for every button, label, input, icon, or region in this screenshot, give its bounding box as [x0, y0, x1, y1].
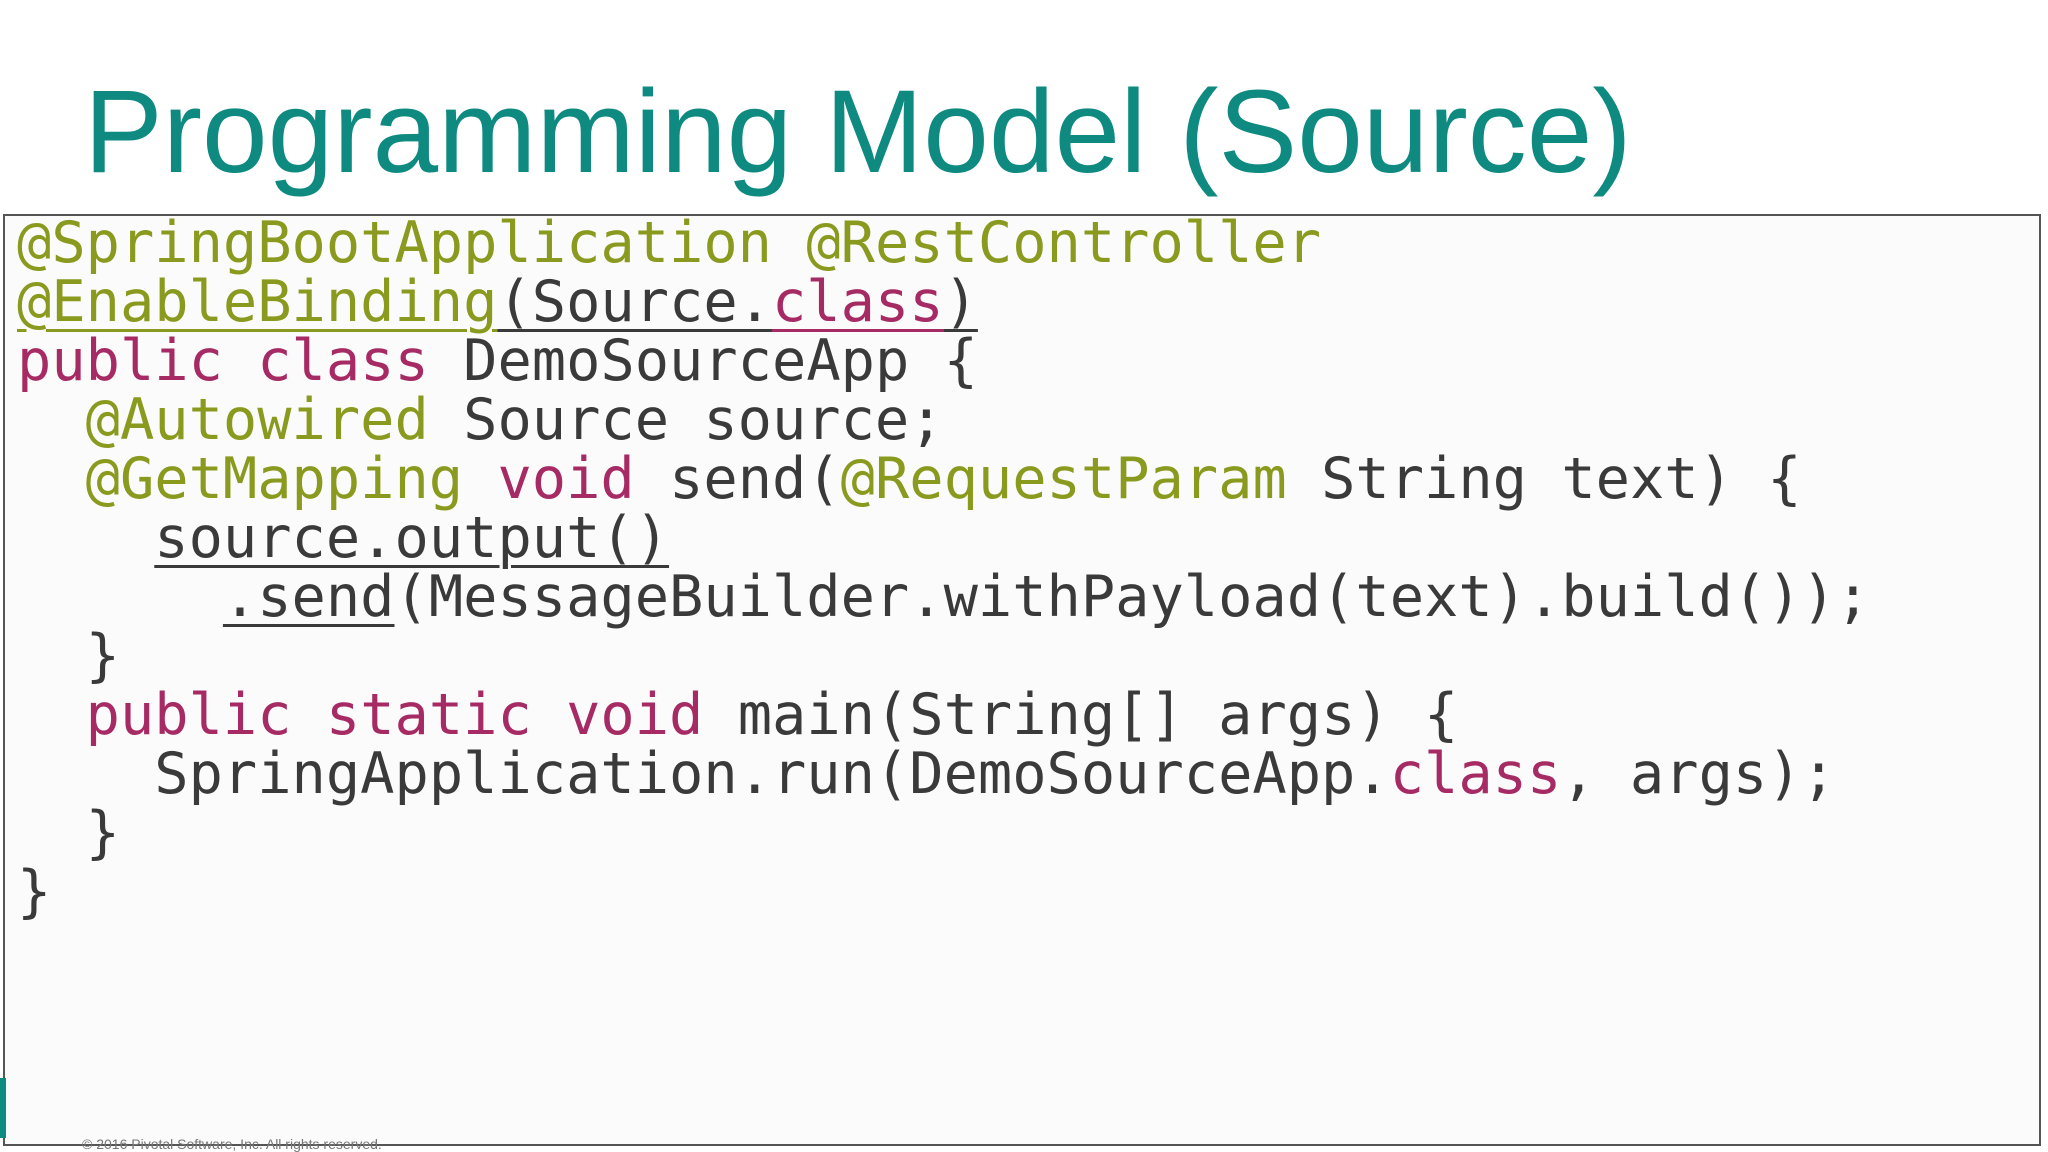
footer-copyright: © 2016 Pivotal Software, Inc. All rights… — [82, 1136, 382, 1152]
slide-title: Programming Model (Source) — [84, 66, 1632, 198]
code-line-11: } — [17, 798, 120, 868]
code-line-2: @EnableBinding(Source.class) — [17, 267, 978, 337]
enable-binding-annotation: @EnableBinding — [17, 269, 498, 335]
code-line-4: @Autowired Source source; — [17, 385, 944, 455]
autowired-annotation: @Autowired — [85, 387, 429, 453]
void-keyword: void — [566, 682, 704, 748]
rest-controller-annotation: @RestController — [806, 214, 1322, 276]
code-line-12: } — [17, 857, 51, 927]
code-block: @SpringBootApplication @RestController @… — [3, 214, 2041, 1146]
code-text: Source source; — [428, 387, 944, 453]
closing-brace: } — [17, 859, 52, 925]
request-param-annotation: @RequestParam — [840, 446, 1287, 512]
class-keyword: class — [257, 328, 429, 394]
code-line-1: @SpringBootApplication @RestController — [17, 214, 1322, 278]
code-text: DemoSourceApp { — [428, 328, 978, 394]
source-output-call: source.output() — [154, 505, 670, 571]
closing-brace: } — [85, 800, 120, 866]
code-text: (Source. — [497, 269, 772, 335]
send-call: .send — [222, 564, 395, 630]
code-text: SpringApplication.run(DemoSourceApp. — [154, 741, 1390, 807]
code-text: String text) { — [1286, 446, 1802, 512]
code-line-6: source.output() — [17, 503, 669, 573]
code-text: send( — [634, 446, 841, 512]
code-line-8: } — [17, 621, 120, 691]
get-mapping-annotation: @GetMapping — [85, 446, 464, 512]
static-keyword: static — [325, 682, 532, 748]
code-text: ) — [943, 269, 978, 335]
class-keyword: class — [771, 269, 944, 335]
public-keyword: public — [85, 682, 292, 748]
code-text: main(String[] args) { — [703, 682, 1459, 748]
code-line-10: SpringApplication.run(DemoSourceApp.clas… — [17, 739, 1836, 809]
closing-brace: } — [85, 623, 120, 689]
code-text: (MessageBuilder.withPayload(text).build(… — [394, 564, 1871, 630]
accent-bar — [0, 1078, 6, 1138]
spring-boot-application-annotation: @SpringBootApplication — [17, 214, 772, 276]
code-line-5: @GetMapping void send(@RequestParam Stri… — [17, 444, 1802, 514]
class-keyword: class — [1389, 741, 1562, 807]
public-keyword: public — [17, 328, 223, 394]
code-text: , args); — [1561, 741, 1836, 807]
code-line-3: public class DemoSourceApp { — [17, 326, 978, 396]
void-keyword: void — [497, 446, 635, 512]
code-line-9: public static void main(String[] args) { — [17, 680, 1459, 750]
code-line-7: .send(MessageBuilder.withPayload(text).b… — [17, 562, 1870, 632]
